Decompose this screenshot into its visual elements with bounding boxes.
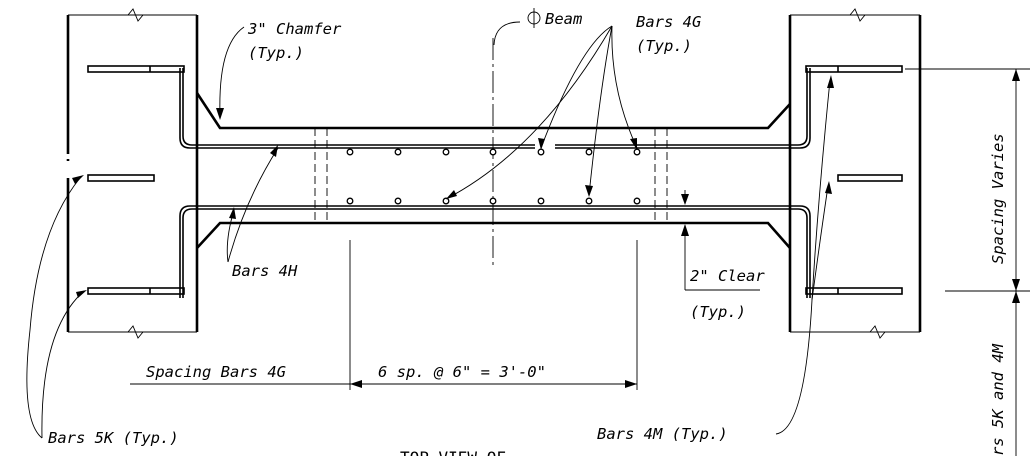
bars-4g xyxy=(346,148,641,205)
bars-4m-label: Bars 4M (Typ.) xyxy=(597,425,728,443)
leaders xyxy=(26,21,834,439)
view-title: TOP VIEW OF xyxy=(400,448,506,456)
chamfer-label: 3" Chamfer xyxy=(247,20,342,38)
bars-4g-typ-label: (Typ.) xyxy=(636,37,692,55)
web-outline xyxy=(195,92,791,249)
centerline-symbol xyxy=(527,8,541,28)
left-flange xyxy=(66,8,199,339)
bars-5k-left xyxy=(87,65,185,295)
bars-4m-right xyxy=(805,65,903,295)
chamfer-typ-label: (Typ.) xyxy=(248,44,304,62)
hidden-lines xyxy=(314,128,668,223)
dimensions xyxy=(130,68,1030,456)
cl-beam-label: Beam xyxy=(545,10,582,28)
six-spaces-label: 6 sp. @ 6" = 3'-0" xyxy=(378,363,546,381)
spacing-varies-label: Spacing Varies xyxy=(989,133,1007,264)
clear-label: 2" Clear xyxy=(690,267,765,285)
clear-typ-label: (Typ.) xyxy=(690,303,746,321)
bars-4g-label: Bars 4G xyxy=(636,13,701,31)
spacing-bars-4g-label: Spacing Bars 4G xyxy=(146,363,286,381)
bars-5k-label: Bars 5K (Typ.) xyxy=(48,429,179,447)
bars-5k-4m-label: rs 5K and 4M xyxy=(989,343,1007,456)
right-flange xyxy=(788,8,922,339)
bars-4h-label: Bars 4H xyxy=(232,262,298,280)
bars-4h xyxy=(179,68,811,298)
